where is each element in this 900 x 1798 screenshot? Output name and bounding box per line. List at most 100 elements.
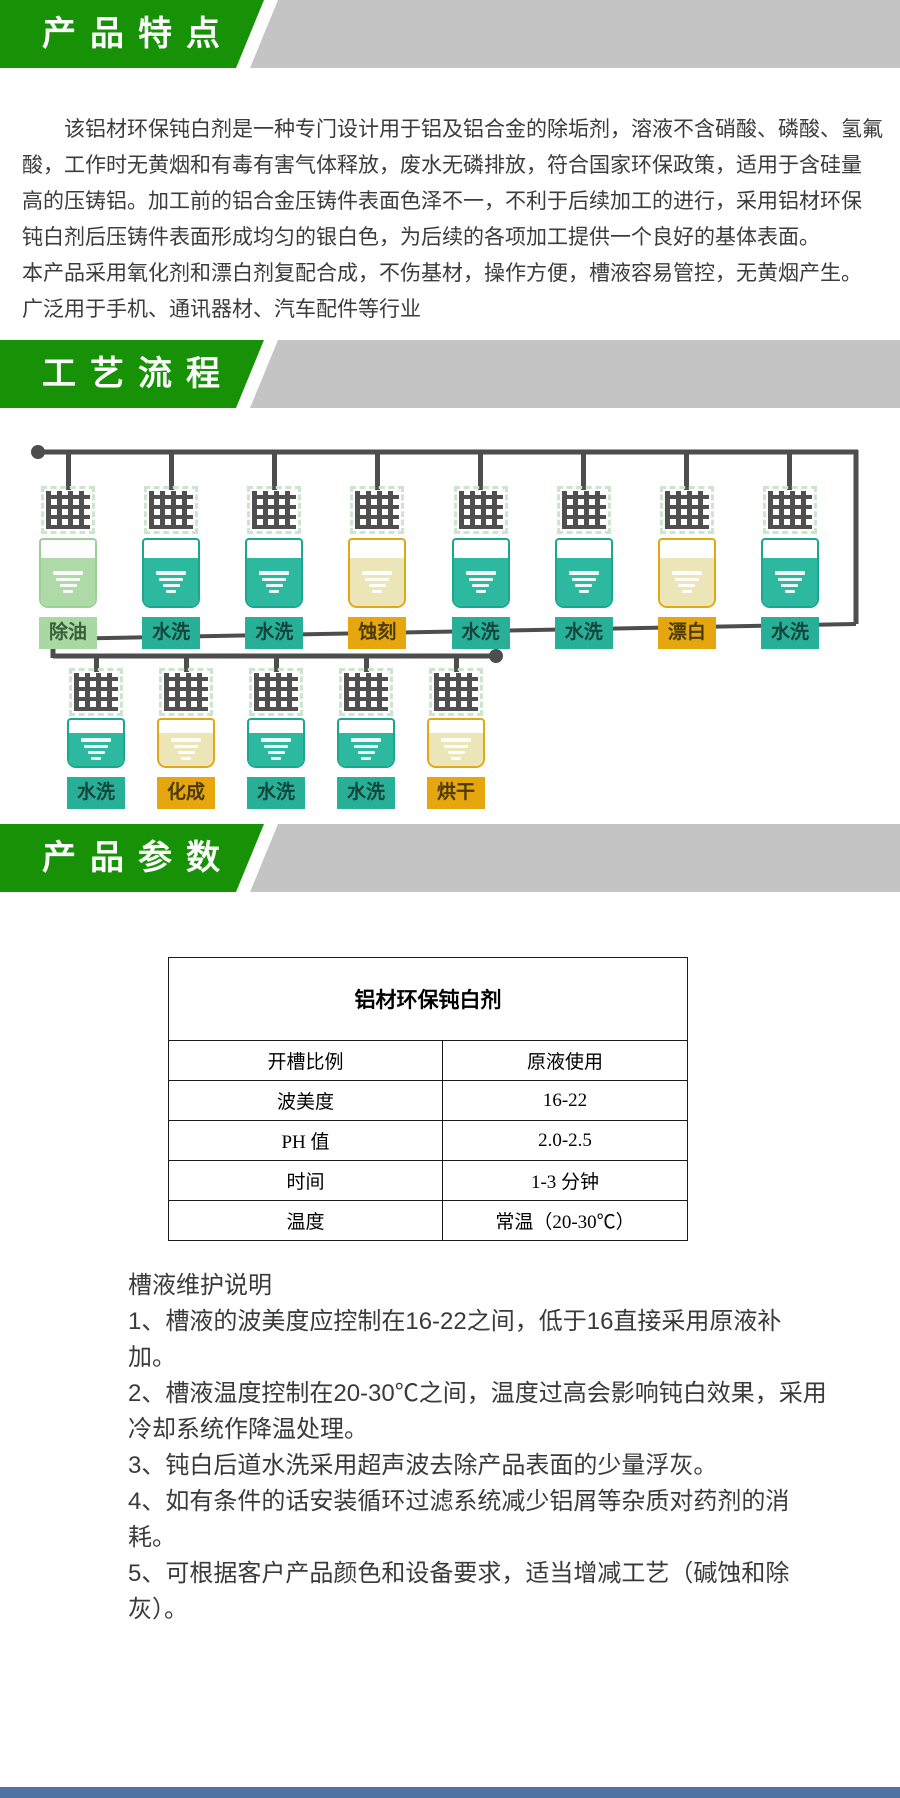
banner-gray-band xyxy=(250,824,900,892)
tank-liquid xyxy=(249,732,303,766)
flow-station: 水洗 xyxy=(552,450,616,649)
process-flow-diagram: 除油水洗水洗蚀刻水洗水洗漂白水洗 水洗化成水洗水洗烘干 xyxy=(0,408,900,820)
tank-liquid xyxy=(556,558,611,606)
param-label: 时间 xyxy=(168,1160,443,1201)
hanger-rod xyxy=(478,450,484,490)
parts-basket-icon xyxy=(249,668,303,716)
text-line: 4、如有条件的话安装循环过滤系统减少铝屑等杂质对药剂的消 xyxy=(128,1488,790,1515)
flow-station: 水洗 xyxy=(64,654,128,809)
tank-icon xyxy=(427,718,485,768)
tank-liquid xyxy=(159,732,213,766)
liquid-stack-icon xyxy=(41,571,95,594)
hanger-rod xyxy=(271,450,277,490)
text-line: 3、钝白后道水洗采用超声波去除产品表面的少量浮灰。 xyxy=(128,1452,718,1479)
step-label: 水洗 xyxy=(245,617,304,649)
hanger-rod xyxy=(684,450,690,490)
hanger-rod xyxy=(168,450,174,490)
liquid-stack-icon xyxy=(144,571,198,594)
step-label: 除油 xyxy=(39,617,97,649)
step-label: 水洗 xyxy=(554,617,613,649)
tank-icon xyxy=(247,718,305,768)
param-label: 温度 xyxy=(168,1200,443,1241)
tank-icon xyxy=(142,538,201,608)
flow-station: 漂白 xyxy=(655,450,719,649)
process-banner-title: 工艺流程 xyxy=(42,355,234,393)
tank-liquid xyxy=(453,558,508,606)
tank-liquid xyxy=(762,558,817,606)
tank-liquid xyxy=(350,558,405,606)
hanger-rod xyxy=(273,654,279,672)
features-banner: 产品特点 xyxy=(0,0,900,68)
tank-icon xyxy=(67,718,125,768)
parameters-table-title: 铝材环保钝白剂 xyxy=(168,957,688,1041)
parts-basket-icon xyxy=(247,486,302,534)
parts-basket-icon xyxy=(159,668,213,716)
text-line: 1、槽液的波美度应控制在16-22之间，低于16直接采用原液补 xyxy=(128,1308,782,1335)
param-label: 波美度 xyxy=(168,1080,443,1121)
hanger-rod xyxy=(453,654,459,672)
step-label: 烘干 xyxy=(427,777,485,809)
text-line: 5、可根据客户产品颜色和设备要求，适当增减工艺（碱蚀和除 xyxy=(128,1560,790,1587)
param-value: 原液使用 xyxy=(442,1040,688,1081)
tank-liquid xyxy=(339,732,393,766)
step-label: 水洗 xyxy=(142,617,201,649)
hanger-rod xyxy=(65,450,71,490)
step-label: 水洗 xyxy=(451,617,510,649)
parts-basket-icon xyxy=(350,486,405,534)
tank-liquid xyxy=(429,732,483,766)
tank-icon xyxy=(348,538,407,608)
flow-start-node xyxy=(31,445,45,459)
step-label: 水洗 xyxy=(760,617,819,649)
text-line: 冷却系统作降温处理。 xyxy=(128,1416,368,1443)
param-value: 16-22 xyxy=(442,1080,688,1121)
text-line: 槽液维护说明 xyxy=(128,1272,272,1299)
liquid-stack-icon xyxy=(247,571,301,594)
flow-station: 水洗 xyxy=(139,450,203,649)
tank-icon xyxy=(760,538,819,608)
tank-icon xyxy=(245,538,304,608)
parts-basket-icon xyxy=(453,486,508,534)
flow-station: 烘干 xyxy=(424,654,488,809)
features-paragraph: 该铝材环保钝白剂是一种专门设计用于铝及铝合金的除垢剂，溶液不含硝酸、磷酸、氢氟酸… xyxy=(22,112,888,328)
parts-basket-icon xyxy=(339,668,393,716)
tank-icon xyxy=(337,718,395,768)
params-banner: 产品参数 xyxy=(0,824,900,892)
parts-basket-icon xyxy=(762,486,817,534)
process-banner: 工艺流程 xyxy=(0,340,900,408)
text-line: 广泛用于手机、通讯器材、汽车配件等行业 xyxy=(22,298,421,321)
param-value: 常温（20-30℃） xyxy=(442,1200,688,1241)
liquid-stack-icon xyxy=(339,738,393,761)
flow-station: 水洗 xyxy=(334,654,398,809)
text-line: 加。 xyxy=(128,1344,176,1371)
flow-station: 化成 xyxy=(154,654,218,809)
parts-basket-icon xyxy=(69,668,123,716)
hanger-rod xyxy=(183,654,189,672)
tank-liquid xyxy=(144,558,199,606)
step-label: 水洗 xyxy=(337,777,395,809)
parts-basket-icon xyxy=(556,486,611,534)
text-line: 高的压铸铝。加工前的铝合金压铸件表面色泽不一，不利于后续加工的进行，采用铝材环保 xyxy=(22,190,862,213)
param-label: 开槽比例 xyxy=(168,1040,443,1081)
text-line: 该铝材环保钝白剂是一种专门设计用于铝及铝合金的除垢剂，溶液不含硝酸、磷酸、氢氟 xyxy=(22,118,883,141)
liquid-stack-icon xyxy=(763,571,817,594)
step-label: 水洗 xyxy=(67,777,125,809)
banner-green-ribbon xyxy=(0,340,264,408)
flow-station: 水洗 xyxy=(244,654,308,809)
parts-basket-icon xyxy=(659,486,714,534)
table-row: 开槽比例原液使用 xyxy=(168,1040,688,1081)
hanger-rod xyxy=(93,654,99,672)
flow-station: 水洗 xyxy=(449,450,513,649)
banner-gray-band xyxy=(250,0,900,68)
liquid-stack-icon xyxy=(454,571,508,594)
step-label: 漂白 xyxy=(657,617,716,649)
banner-green-ribbon xyxy=(0,824,264,892)
hanger-rod xyxy=(363,654,369,672)
step-label: 水洗 xyxy=(247,777,305,809)
liquid-stack-icon xyxy=(69,738,123,761)
flow-station: 蚀刻 xyxy=(345,450,409,649)
tank-icon xyxy=(657,538,716,608)
